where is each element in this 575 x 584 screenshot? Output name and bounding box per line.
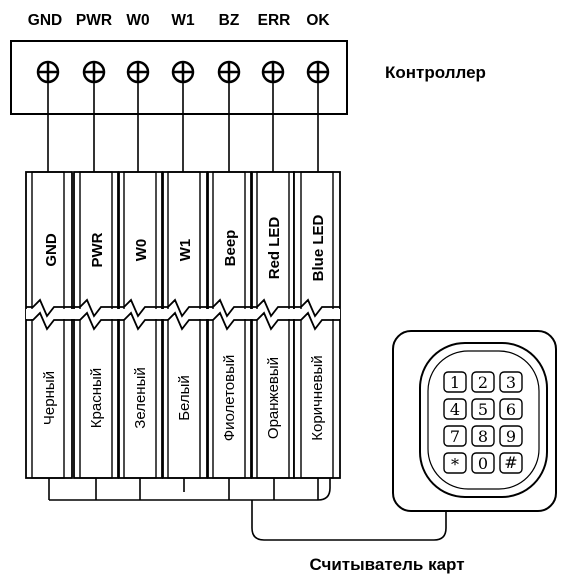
terminal-label-ok: OK [306, 12, 330, 29]
signal-label-blue-led: Blue LED [310, 215, 327, 282]
signal-label-gnd: GND [43, 233, 60, 267]
key-4-button[interactable] [443, 398, 467, 420]
key-0-label: 0 [478, 454, 488, 473]
terminal-label-w1: W1 [171, 12, 195, 29]
wire-color-brown: Коричневый [309, 355, 326, 440]
key-0-button[interactable] [471, 452, 495, 474]
terminal-label-err: ERR [258, 12, 291, 29]
wire-color-violet: Фиолетовый [221, 355, 238, 442]
key-star-label: * [451, 455, 459, 474]
key-1-button[interactable] [443, 371, 467, 393]
terminal-label-bz: BZ [219, 12, 240, 29]
terminal-label-w0: W0 [126, 12, 149, 29]
key-star-button[interactable] [443, 452, 467, 474]
signal-label-w0: W0 [133, 239, 150, 262]
key-3-button[interactable] [499, 371, 523, 393]
cable-panels [25, 171, 341, 479]
signal-label-beep: Beep [222, 230, 239, 267]
key-9-button[interactable] [499, 425, 523, 447]
key-7-label: 7 [450, 427, 460, 446]
controller-block: Контроллер [10, 40, 486, 115]
signal-label-pwr: PWR [89, 232, 106, 267]
key-2-label: 2 [478, 373, 488, 392]
key-hash-button[interactable] [499, 452, 523, 474]
key-8-label: 8 [478, 427, 488, 446]
cable-break-marks [26, 298, 340, 331]
signal-label-red-led: Red LED [266, 217, 283, 280]
key-9-label: 9 [506, 427, 516, 446]
key-3-label: 3 [506, 373, 516, 392]
key-6-button[interactable] [499, 398, 523, 420]
signal-label-w1: W1 [177, 239, 194, 262]
cable-bundle [48, 478, 447, 541]
key-hash-label: # [504, 453, 517, 472]
wire-color-green: Зеленый [132, 367, 149, 428]
key-8-button[interactable] [471, 425, 495, 447]
signal-labels: GND PWR W0 W1 Beep Red LED Blue LED [43, 215, 327, 282]
keypad-labels: 1 2 3 4 5 6 7 8 9 * 0 # [450, 373, 518, 474]
card-reader: 1 2 3 4 5 6 7 8 9 * 0 # Считыватель карт [309, 330, 557, 574]
controller-title: Контроллер [385, 63, 486, 82]
terminal-labels: GND PWR W0 W1 BZ ERR OK [28, 12, 331, 29]
terminal-label-pwr: PWR [76, 12, 112, 29]
key-7-button[interactable] [443, 425, 467, 447]
key-4-label: 4 [450, 400, 460, 419]
key-1-label: 1 [450, 373, 460, 392]
terminal-wires [47, 82, 319, 172]
key-6-label: 6 [506, 400, 516, 419]
controller-box [10, 40, 348, 115]
key-2-button[interactable] [471, 371, 495, 393]
key-5-button[interactable] [471, 398, 495, 420]
wire-color-white: Белый [176, 375, 193, 421]
card-reader-title: Считыватель карт [309, 555, 464, 574]
wire-color-black: Черный [41, 371, 58, 425]
keypad [443, 371, 523, 474]
key-5-label: 5 [478, 400, 488, 419]
wire-color-labels: Черный Красный Зеленый Белый Фиолетовый … [41, 355, 326, 442]
terminal-label-gnd: GND [28, 12, 62, 29]
wire-color-orange: Оранжевый [265, 357, 282, 439]
wire-color-red: Красный [88, 368, 105, 428]
